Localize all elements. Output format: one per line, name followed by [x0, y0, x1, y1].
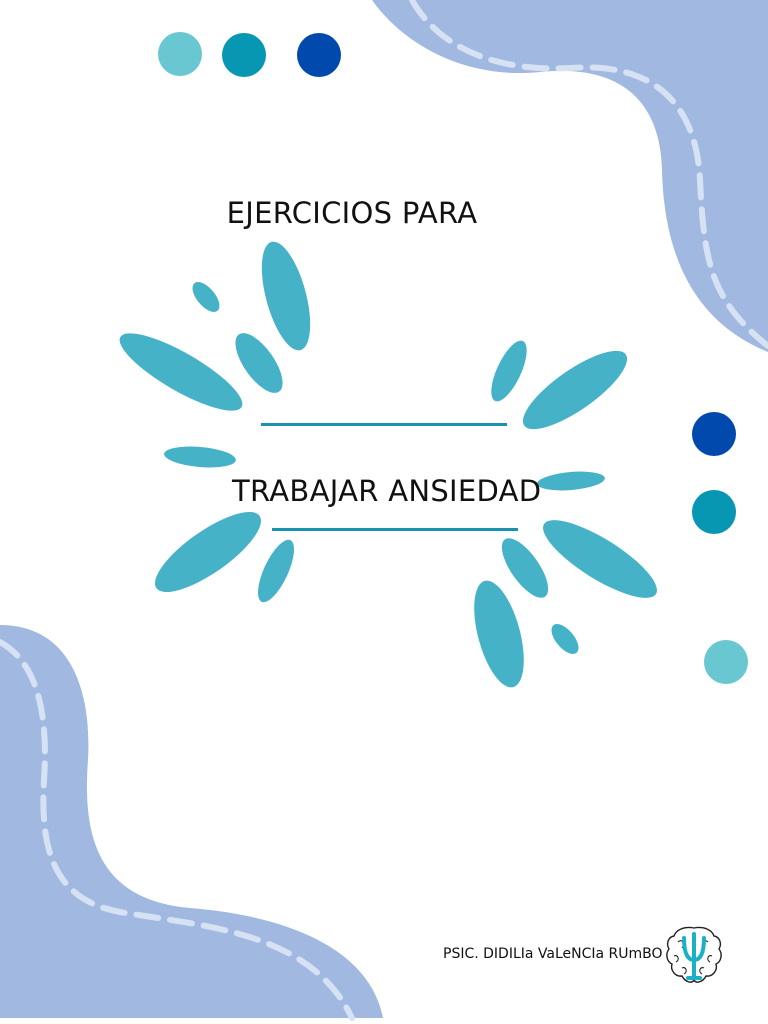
- dot-teal: [222, 33, 266, 77]
- splash-drops: [119, 241, 657, 688]
- dot-navy: [297, 33, 341, 77]
- splash-drop: [551, 624, 579, 654]
- splash-drop: [164, 446, 236, 468]
- dot-teal-right: [692, 490, 736, 534]
- splash-drop: [491, 340, 527, 402]
- splash-drop: [474, 580, 524, 688]
- splash-drop: [257, 539, 295, 603]
- splash-drop: [522, 350, 628, 430]
- dot-navy-right: [692, 412, 736, 456]
- bottom-left-blob: [0, 625, 383, 1018]
- heading-main: TRABAJAR ANSIEDAD: [232, 474, 542, 508]
- splash-drop: [501, 538, 549, 598]
- dot-light-blue: [158, 32, 202, 76]
- bottom-left-dashed-path: [0, 639, 355, 1021]
- splash-drop: [119, 333, 243, 411]
- splash-drop: [543, 520, 657, 598]
- splash-drop: [261, 241, 311, 351]
- splash-drop: [235, 333, 283, 393]
- dot-light-blue-right: [704, 640, 748, 684]
- divider-top: [261, 423, 507, 426]
- top-right-blob: [372, 0, 768, 352]
- top-right-dashed-path: [409, 0, 768, 349]
- heading-top: EJERCICIOS PARA: [226, 196, 478, 230]
- splash-drop: [192, 282, 220, 312]
- splash-drop: [537, 471, 605, 491]
- author-name: PSIC. DIDILIa VaLeNCIa RUmBO: [443, 946, 663, 962]
- splash-drop: [155, 511, 261, 593]
- psi-brain-icon: [666, 926, 722, 983]
- divider-bottom: [272, 528, 518, 531]
